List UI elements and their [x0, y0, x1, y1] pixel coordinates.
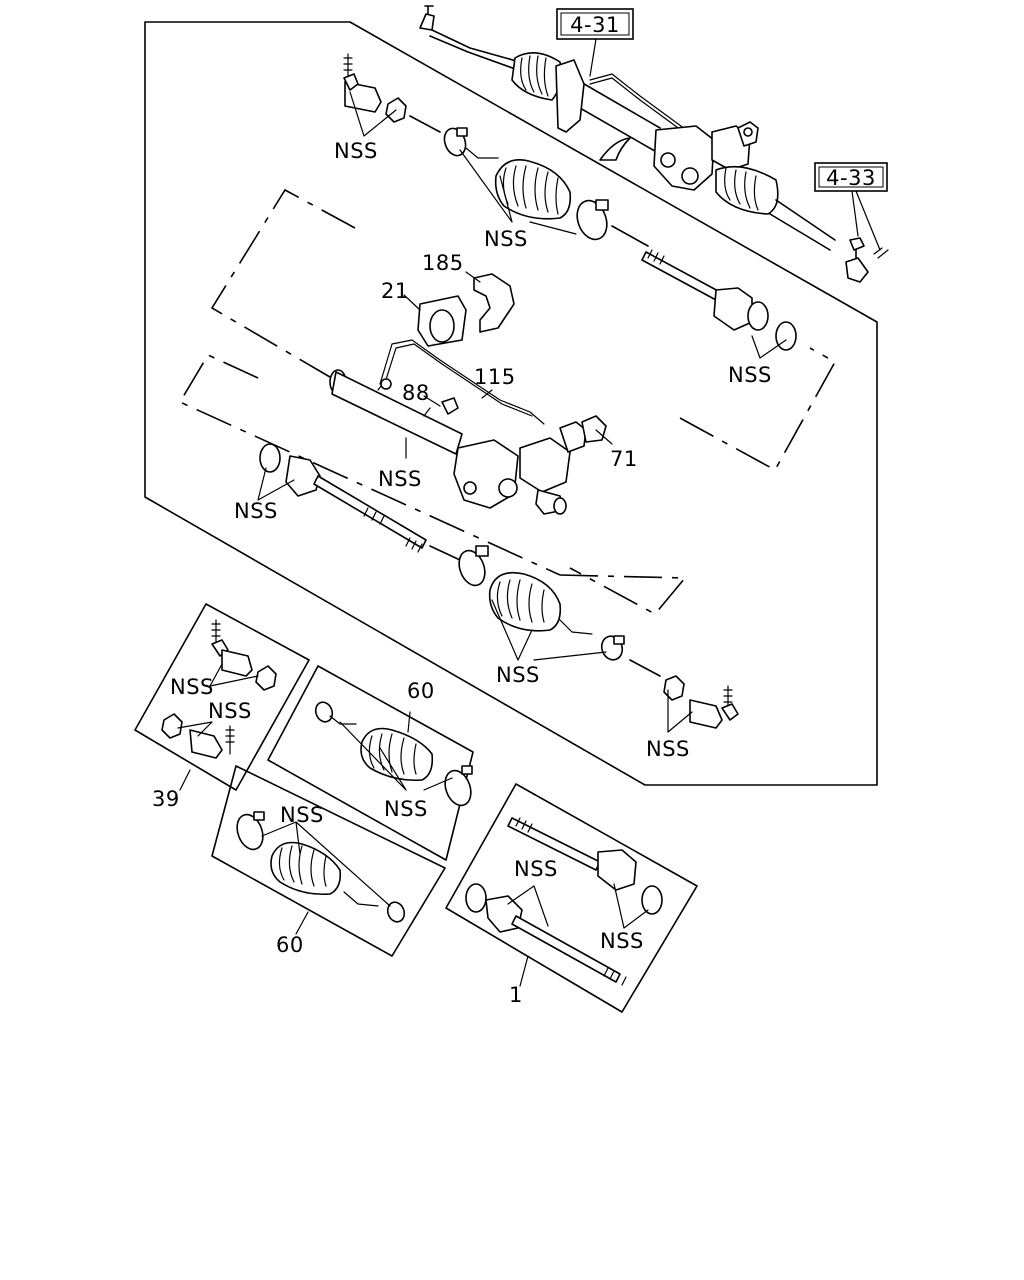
label-part-60-upper: 60	[407, 679, 435, 703]
label-part-185: 185	[422, 251, 464, 275]
upper-tie-rod-end	[343, 53, 407, 123]
callout-labels: NSS NSS NSS 185 21 115 88 71 NSS NSS NSS…	[152, 139, 772, 1007]
label-nss: NSS	[496, 663, 540, 687]
label-part-88: 88	[402, 381, 430, 405]
label-nss: NSS	[728, 363, 772, 387]
label-nss: NSS	[280, 803, 324, 827]
dash-dot-guides	[178, 188, 837, 616]
label-nss: NSS	[384, 797, 428, 821]
label-part-71: 71	[610, 447, 638, 471]
label-nss: NSS	[208, 699, 252, 723]
kit-39	[134, 603, 310, 791]
reference-4-33: 4-33	[814, 162, 889, 259]
middle-boot	[488, 571, 562, 632]
label-nss: NSS	[378, 467, 422, 491]
mount-bushing-21	[417, 295, 467, 347]
label-part-21: 21	[381, 279, 409, 303]
main-assembly-frame	[144, 21, 878, 786]
upper-boot-clamp-large	[576, 199, 609, 241]
kit-60-lower	[211, 765, 446, 957]
mount-bracket-185	[473, 273, 515, 333]
rack-housing-middle	[329, 339, 607, 515]
label-nss: NSS	[170, 675, 214, 699]
ref-label-4-31: 4-31	[570, 13, 620, 37]
label-nss: NSS	[514, 857, 558, 881]
kit-60-upper	[267, 665, 474, 861]
label-part-39: 39	[152, 787, 180, 811]
label-nss: NSS	[334, 139, 378, 163]
middle-boot-clamp-large	[458, 545, 489, 587]
upper-boot-clamp-small	[443, 127, 468, 157]
middle-tie-rod-end	[663, 675, 739, 729]
kit-1	[445, 783, 698, 1013]
right-boot	[715, 165, 779, 215]
label-part-60-lower: 60	[276, 933, 304, 957]
complete-rack-assembly	[419, 5, 869, 283]
label-part-1: 1	[509, 983, 523, 1007]
leader-lines	[177, 91, 787, 987]
ref-label-4-33: 4-33	[826, 166, 876, 190]
reference-4-31: 4-31	[556, 8, 634, 77]
upper-inner-tie-rod	[641, 249, 797, 351]
label-nss: NSS	[484, 227, 528, 251]
label-nss: NSS	[646, 737, 690, 761]
valve-housing-top	[653, 121, 759, 191]
middle-boot-clamp-small	[600, 635, 625, 661]
upper-boot	[494, 159, 572, 220]
middle-inner-tie-rod	[259, 443, 427, 553]
label-part-115: 115	[474, 365, 516, 389]
left-boot	[511, 52, 562, 101]
label-nss: NSS	[234, 499, 278, 523]
label-nss: NSS	[600, 929, 644, 953]
